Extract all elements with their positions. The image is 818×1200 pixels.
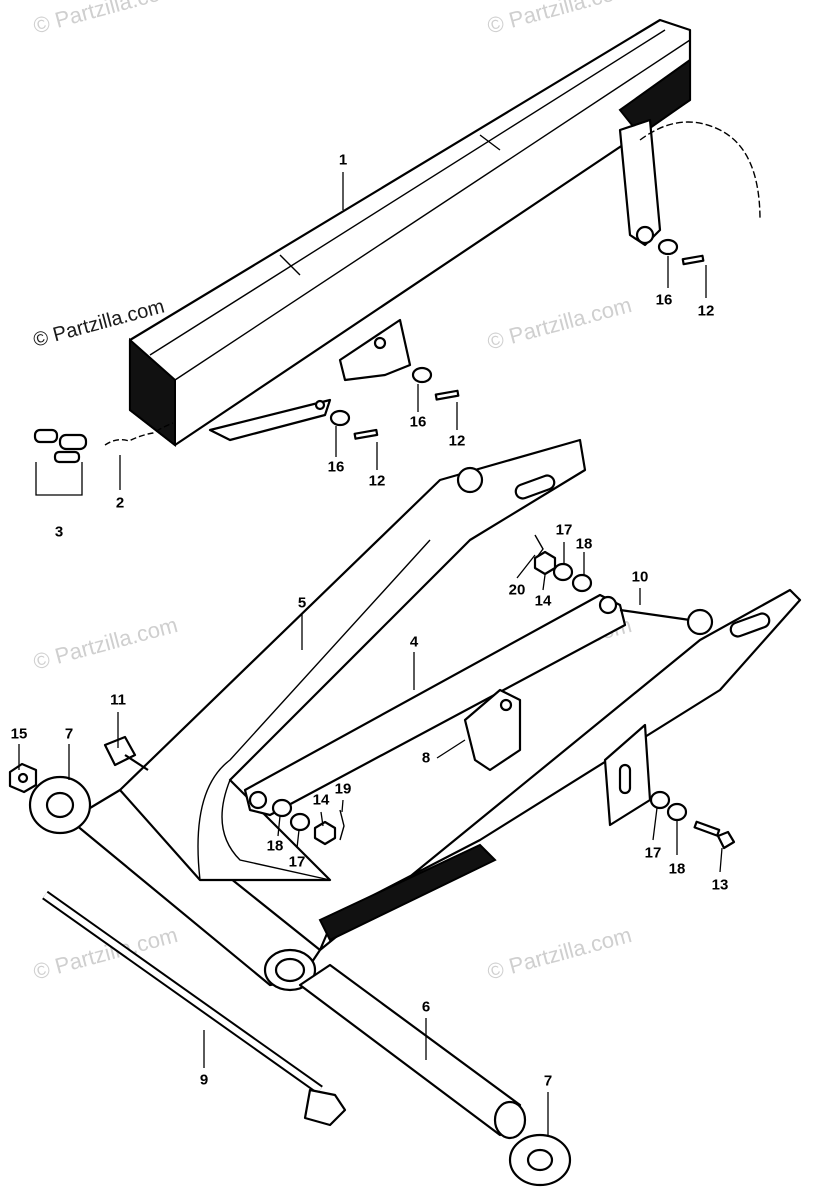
callout-5: 5	[297, 594, 307, 612]
callout-16-low: 16	[327, 458, 345, 476]
swing-arm	[68, 438, 802, 992]
callout-6: 6	[421, 998, 431, 1016]
dust-seal-right	[508, 1133, 572, 1187]
callout-7-left: 7	[64, 725, 74, 743]
hardware	[271, 238, 736, 850]
drive-chain	[104, 121, 761, 446]
callout-4: 4	[409, 633, 419, 651]
dust-seal-left	[28, 775, 92, 835]
callout-17-top: 17	[555, 521, 573, 539]
callout-7-right: 7	[543, 1072, 553, 1090]
callout-17-low: 17	[644, 844, 662, 862]
nut-15	[8, 762, 38, 794]
adjuster-bolt	[619, 608, 714, 636]
pivot-bolt	[42, 890, 347, 1127]
adjuster-plate	[243, 593, 627, 817]
callout-15: 15	[10, 725, 28, 743]
chain-joint	[33, 428, 88, 496]
callout-18-low: 18	[668, 860, 686, 878]
callout-2: 2	[115, 494, 125, 512]
leader-lines	[18, 172, 723, 1135]
callout-20: 20	[508, 581, 526, 599]
bolt-11	[103, 735, 149, 771]
chain-case	[128, 18, 692, 448]
callout-13: 13	[711, 876, 729, 894]
callout-12-top: 12	[697, 302, 715, 320]
callout-18-mid: 18	[266, 837, 284, 855]
callout-12-low: 12	[368, 472, 386, 490]
callout-8: 8	[421, 749, 431, 767]
callout-14-top: 14	[534, 592, 552, 610]
callout-14-low: 14	[312, 791, 330, 809]
callout-18-top: 18	[575, 535, 593, 553]
pivot-collar	[298, 963, 527, 1140]
callout-1: 1	[338, 151, 348, 169]
callout-3: 3	[54, 523, 64, 541]
callout-12-mid: 12	[448, 432, 466, 450]
callout-19: 19	[334, 780, 352, 798]
callout-11: 11	[110, 691, 126, 709]
callout-16-top: 16	[655, 291, 673, 309]
callout-17-mid: 17	[288, 853, 306, 871]
callout-16-mid: 16	[409, 413, 427, 431]
callout-10: 10	[631, 568, 649, 586]
bracket	[463, 688, 522, 772]
callout-9: 9	[199, 1071, 209, 1089]
